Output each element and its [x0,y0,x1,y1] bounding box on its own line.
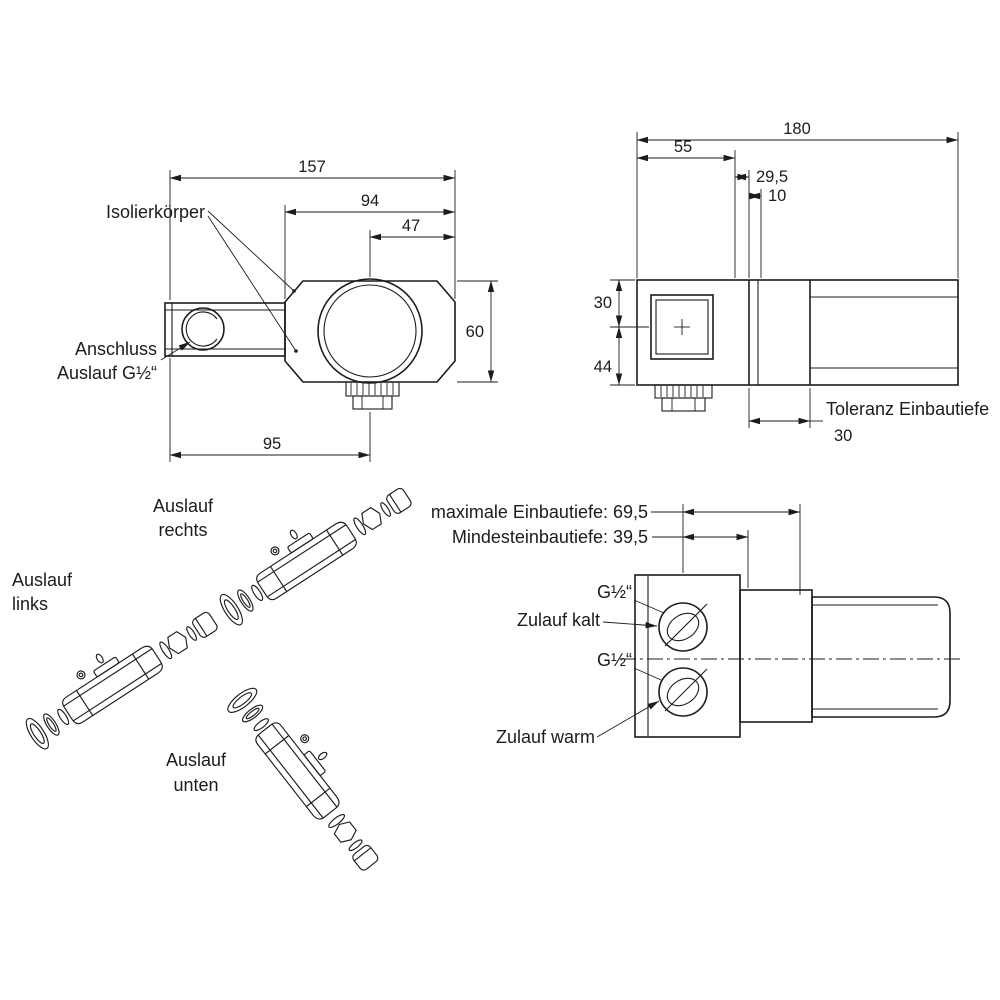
outlet-variants: Auslauf rechts Auslauf links Auslauf unt… [12,466,418,877]
label-zulauf-warm: Zulauf warm [496,727,595,747]
label-auslauf-links-line2: links [12,594,48,614]
label-zulauf-kalt: Zulauf kalt [517,610,600,630]
front-view: 157 94 47 60 95 Isolierkörper Anschluss … [57,158,498,462]
dim-94: 94 [361,192,379,210]
dim-55: 55 [674,138,692,156]
label-toleranz-einbautiefe: Toleranz Einbautiefe [826,399,989,419]
inlet-view-body [620,574,962,738]
dim-95: 95 [263,435,281,453]
inlet-view-leaders [596,599,665,738]
label-isolierkoerper: Isolierkörper [106,202,205,222]
inlet-view-dimensions [651,504,801,595]
dim-180: 180 [783,120,811,138]
thread-stub [345,381,400,397]
label-auslauf-unten-line2: unten [173,775,218,795]
exploded-assembly-rechts [206,466,418,629]
front-view-dimensions [169,170,498,462]
inlet-cold-port [658,602,708,652]
front-view-body [164,278,456,410]
label-g12-top: G½“ [597,582,632,602]
label-auslauf-rechts-line1: Auslauf [153,496,214,516]
exploded-assembly-links [12,590,224,753]
outlet-port-circle [181,307,225,351]
dim-30: 30 [594,294,612,312]
exploded-assembly-unten [223,673,399,877]
label-anschluss-line1: Anschluss [75,339,157,359]
front-view-leaders [160,210,298,361]
label-g12-bottom: G½“ [597,650,632,670]
inlet-warm-port [658,667,708,717]
label-max-einbautiefe: maximale Einbautiefe: 69,5 [431,502,648,522]
label-min-einbautiefe: Mindesteinbautiefe: 39,5 [452,527,648,547]
dim-60: 60 [466,323,484,341]
inlet-view: maximale Einbautiefe: 69,5 Mindesteinbau… [431,502,962,747]
side-view-dimensions [610,132,959,428]
dim-47: 47 [402,217,420,235]
dim-29-5: 29,5 [756,168,788,186]
label-auslauf-rechts-line2: rechts [158,520,207,540]
side-view: 180 55 29,5 10 30 44 Toleranz Einbautief… [594,120,989,445]
label-auslauf-unten-line1: Auslauf [166,750,227,770]
dim-10: 10 [768,187,786,205]
dim-157: 157 [298,158,326,176]
label-anschluss-line2: Auslauf G½“ [57,363,157,383]
dim-44: 44 [594,358,612,376]
side-view-body [636,279,959,412]
dim-toleranz-30: 30 [834,427,852,445]
label-auslauf-links-line1: Auslauf [12,570,73,590]
